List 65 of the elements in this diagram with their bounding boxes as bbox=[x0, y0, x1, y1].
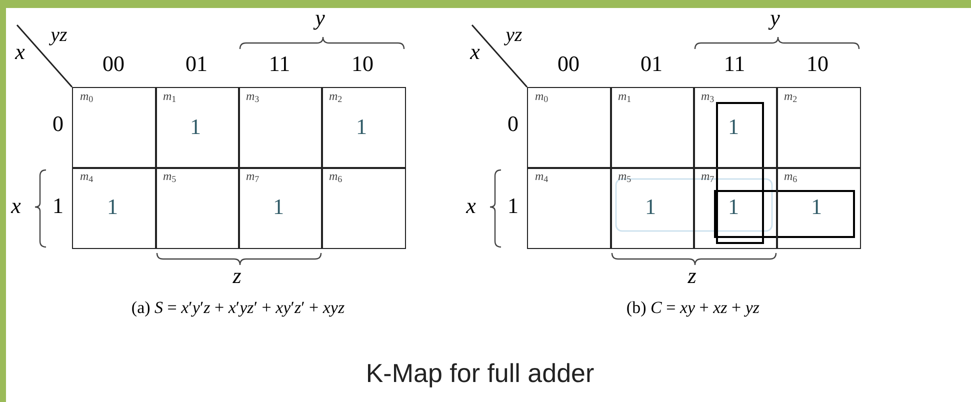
kmap-cell bbox=[155, 167, 240, 248]
kmap-cell bbox=[693, 87, 778, 168]
row-header: 0 bbox=[506, 113, 520, 135]
kmap-cell bbox=[610, 87, 694, 168]
row-header: 1 bbox=[506, 195, 520, 217]
minterm-label: m$_{6}$ bbox=[784, 170, 798, 182]
kmap-cell bbox=[238, 167, 322, 248]
axis-variable-label: y bbox=[767, 7, 781, 29]
axis-variable-label: yz bbox=[48, 25, 68, 45]
kmap-cell bbox=[776, 87, 860, 168]
minterm-label: m$_{2}$ bbox=[784, 90, 798, 102]
kmap-cell bbox=[527, 87, 612, 168]
axis-variable-label: x bbox=[14, 41, 26, 63]
axis-variable-label: x bbox=[468, 41, 481, 63]
cell-value: 1 bbox=[190, 116, 201, 138]
minterm-label: m$_{5}$ bbox=[618, 170, 632, 182]
kmap-cell bbox=[72, 87, 156, 168]
minterm-label: m$_{5}$ bbox=[163, 170, 176, 182]
minterm-label: m$_{3}$ bbox=[701, 90, 714, 102]
kmap-cell bbox=[321, 87, 406, 168]
minterm-label: m$_{7}$ bbox=[701, 170, 714, 182]
axis-variable-label: x bbox=[464, 195, 477, 217]
column-header: 01 bbox=[640, 53, 664, 75]
column-header: 11 bbox=[268, 53, 292, 75]
column-header: 01 bbox=[184, 53, 208, 75]
minterm-label: m$_{2}$ bbox=[329, 90, 342, 102]
column-header: 00 bbox=[556, 53, 580, 75]
minterm-label: m$_{4}$ bbox=[80, 170, 94, 182]
kmap-cell bbox=[321, 167, 406, 248]
column-header: 10 bbox=[350, 53, 374, 75]
kmap-cell bbox=[72, 167, 156, 248]
minterm-label: m$_{3}$ bbox=[246, 90, 260, 102]
kmap-cell bbox=[610, 167, 694, 248]
equation-caption: (b) C = xy + xz + yz bbox=[625, 299, 761, 316]
minterm-label: m$_{7}$ bbox=[246, 170, 260, 182]
column-header: 00 bbox=[102, 53, 126, 75]
cell-value: 1 bbox=[728, 196, 739, 218]
cell-value: 1 bbox=[811, 196, 822, 218]
axis-variable-label: z bbox=[232, 265, 242, 287]
minterm-label: m$_{0}$ bbox=[80, 90, 94, 102]
axis-variable-label: z bbox=[686, 265, 698, 287]
kmap-cell bbox=[776, 167, 860, 248]
minterm-label: m$_{1}$ bbox=[163, 90, 176, 102]
kmap-cell bbox=[155, 87, 240, 168]
axis-variable-label: yz bbox=[503, 25, 524, 45]
kmap-cell bbox=[693, 167, 778, 248]
equation-caption: (a) S = x′y′z + x′yz′ + xy′z′ + xyz bbox=[130, 299, 346, 316]
minterm-label: m$_{4}$ bbox=[535, 170, 548, 182]
axis-variable-label: x bbox=[10, 195, 22, 217]
cell-value: 1 bbox=[107, 196, 118, 218]
column-header: 11 bbox=[722, 53, 746, 75]
column-header: 10 bbox=[806, 53, 830, 75]
kmap-cell bbox=[527, 167, 612, 248]
cell-value: 1 bbox=[728, 116, 739, 138]
cell-value: 1 bbox=[273, 196, 284, 218]
kmap-cell bbox=[238, 87, 322, 168]
minterm-label: m$_{1}$ bbox=[618, 90, 632, 102]
row-header: 0 bbox=[52, 113, 64, 135]
axis-variable-label: y bbox=[312, 7, 326, 29]
cell-value: 1 bbox=[356, 116, 367, 138]
minterm-label: m$_{0}$ bbox=[535, 90, 548, 102]
minterm-label: m$_{6}$ bbox=[329, 170, 342, 182]
cell-value: 1 bbox=[645, 196, 656, 218]
row-header: 1 bbox=[52, 195, 64, 217]
diagram-title: K-Map for full adder bbox=[364, 360, 596, 386]
